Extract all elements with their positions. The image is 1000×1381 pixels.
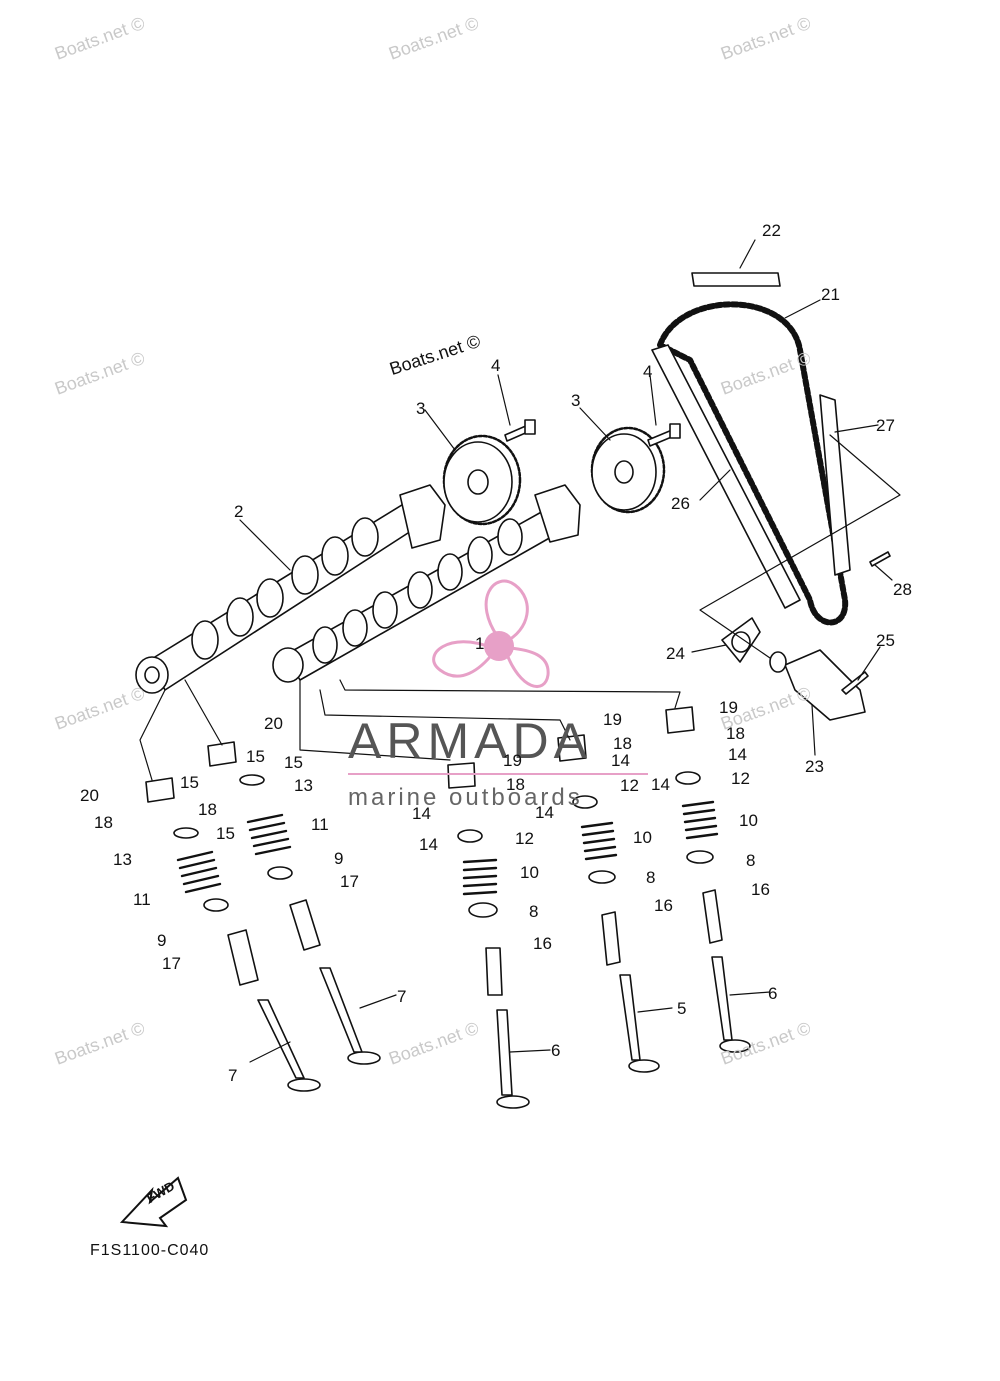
callout: 14 [412, 804, 431, 823]
leader-lines [139, 239, 901, 1063]
callout: 15 [246, 747, 265, 766]
callout: 9 [157, 931, 167, 950]
chain-guide-26 [651, 344, 801, 609]
callout: 27 [876, 416, 895, 435]
callout: 23 [805, 757, 824, 776]
callout: 24 [666, 644, 685, 663]
callout: 15 [284, 753, 303, 772]
callout: 18 [198, 800, 217, 819]
callout: 11 [311, 815, 329, 834]
callout: 3 [416, 399, 426, 418]
callout: 15 [180, 773, 199, 792]
valve-springs [176, 800, 719, 896]
callout: 5 [677, 999, 687, 1018]
camshaft-1 [272, 484, 581, 683]
brand-name: ARMADA [348, 713, 592, 769]
callout: 8 [746, 851, 756, 870]
cam-sprocket-left [442, 434, 522, 526]
callout: 10 [520, 863, 539, 882]
callout: 16 [751, 880, 770, 899]
callout: 18 [94, 813, 113, 832]
callout: 14 [419, 835, 438, 854]
callout: 10 [633, 828, 652, 847]
callout: 20 [80, 786, 99, 805]
valve-5 [619, 974, 660, 1073]
callout: 20 [264, 714, 283, 733]
valve-lifters [145, 706, 695, 803]
callout: 19 [503, 751, 522, 770]
callout: 14 [728, 745, 747, 764]
callout: 8 [529, 902, 539, 921]
brand-divider [348, 773, 648, 775]
armada-logo [432, 579, 550, 688]
callout: 12 [620, 776, 639, 795]
callout: 6 [768, 984, 778, 1003]
callout: 4 [643, 362, 653, 381]
timing-chain [657, 301, 849, 626]
callout: 14 [611, 751, 630, 770]
callout: 2 [234, 502, 244, 521]
callout: 7 [228, 1066, 238, 1085]
callout: 28 [893, 580, 912, 599]
valve-7-left [257, 999, 321, 1092]
callout: 9 [334, 849, 344, 868]
tensioner-gasket [721, 617, 761, 663]
callout: 18 [613, 734, 632, 753]
callout: 26 [671, 494, 690, 513]
tensioner-bolt [841, 671, 869, 695]
callout: 12 [515, 829, 534, 848]
callout: 21 [821, 285, 840, 304]
callout: 16 [654, 896, 673, 915]
callout: 6 [551, 1041, 561, 1060]
cam-sprocket-right [590, 426, 666, 514]
callout: 3 [571, 391, 581, 410]
camshaft-2 [135, 484, 446, 694]
callout: 18 [726, 724, 745, 743]
callout: 14 [535, 803, 554, 822]
valve-6-left [496, 1009, 530, 1109]
sprocket-bolt-right [647, 423, 681, 447]
callout: 15 [216, 824, 235, 843]
callout: 16 [533, 934, 552, 953]
figure-code: F1S1100-C040 [90, 1242, 210, 1259]
callout: 13 [294, 776, 313, 795]
callout: 22 [762, 221, 781, 240]
chain-guide-top [691, 272, 781, 287]
callout: 8 [646, 868, 656, 887]
callout: 19 [719, 698, 738, 717]
callout: 7 [397, 987, 407, 1006]
callout: 19 [603, 710, 622, 729]
callout: 13 [113, 850, 132, 869]
callout: 12 [731, 769, 750, 788]
callout: 25 [876, 631, 895, 650]
brand-tagline: marine outboards [348, 784, 583, 811]
chain-tensioner [769, 649, 866, 721]
valve-7-right [319, 967, 381, 1065]
callout: 18 [506, 775, 525, 794]
callout: 1 [475, 634, 485, 653]
callout: 17 [162, 954, 181, 973]
callout: 17 [340, 872, 359, 891]
fwd-arrow [119, 1176, 188, 1228]
callout: 14 [651, 775, 670, 794]
callout: 4 [491, 356, 501, 375]
pin-28 [869, 551, 891, 567]
chain-guide-27 [819, 394, 851, 576]
valve-6-right [711, 956, 751, 1053]
valve-retainers [173, 771, 714, 918]
valve-guides [227, 889, 723, 996]
callout: 10 [739, 811, 758, 830]
sprocket-bolt-left [504, 419, 536, 442]
callout: 11 [133, 890, 151, 909]
